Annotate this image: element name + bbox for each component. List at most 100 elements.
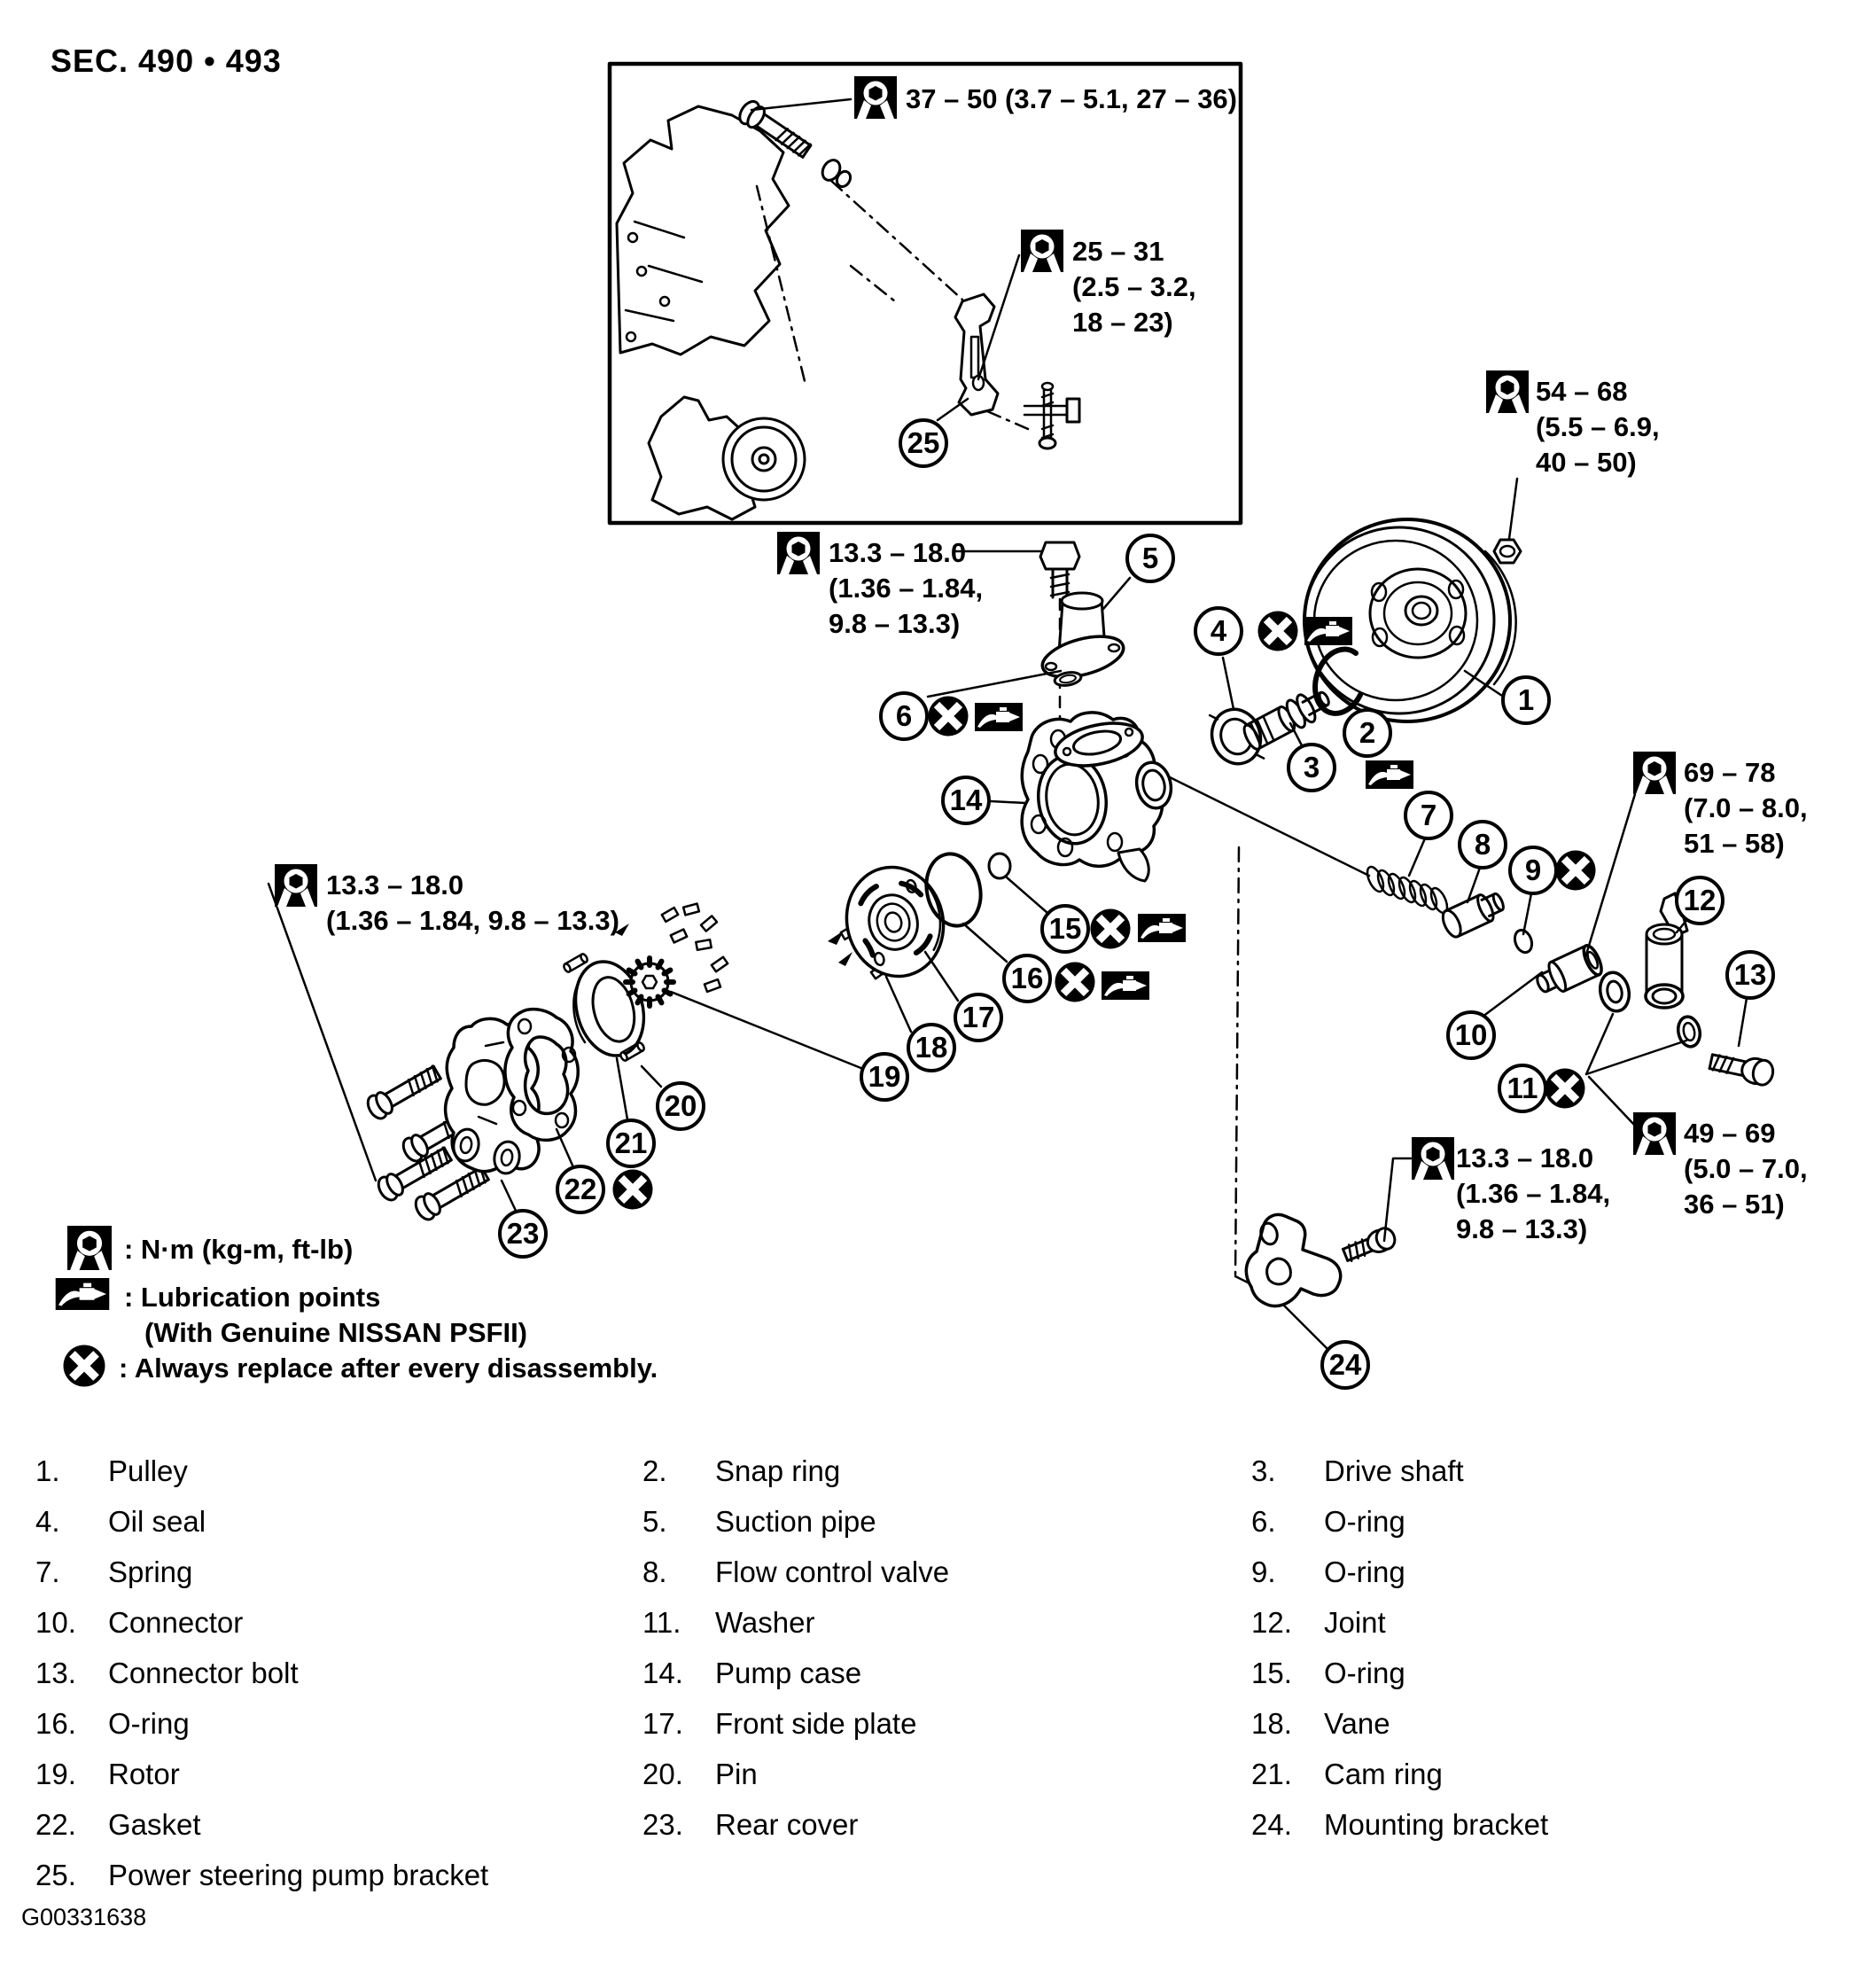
part-callout-20: 20	[656, 1081, 705, 1131]
part-callout-1: 1	[1501, 675, 1551, 725]
inset-cross-bolt	[1023, 381, 1081, 450]
x-circle-replace-icon	[928, 696, 969, 737]
torque-callout-bracket-bolt: 13.3 – 18.0(1.36 – 1.84,9.8 – 13.3)	[1456, 1142, 1611, 1244]
o-ring-joint-drawing	[1676, 1015, 1702, 1049]
wrench-icon	[1633, 752, 1676, 794]
torque-callout-cover-bolts: 13.3 – 18.0(1.36 – 1.84, 9.8 – 13.3)	[326, 869, 619, 936]
page-title: SEC. 490 • 493	[51, 43, 282, 79]
parts-list-item: 6.O-ring	[1251, 1505, 1405, 1538]
pump-case-drawing	[1020, 711, 1173, 883]
wrench-icon	[1486, 370, 1529, 413]
grease-lubrication-icon	[1304, 617, 1352, 645]
parts-list-item: 17.Front side plate	[642, 1707, 917, 1740]
leader-lines	[267, 477, 1748, 1351]
legend-replace-label: : Always replace after every disassembly…	[119, 1353, 658, 1384]
parts-list-item: 16.O-ring	[35, 1707, 190, 1740]
parts-list-item: 24.Mounting bracket	[1251, 1808, 1549, 1841]
spring-drawing	[1366, 865, 1449, 915]
part-callout-15: 15	[1040, 904, 1090, 954]
parts-list-item: 4.Oil seal	[35, 1505, 206, 1538]
x-circle-replace-icon	[1555, 850, 1596, 891]
part-callout-3: 3	[1287, 743, 1336, 792]
gasket-drawing	[503, 1007, 580, 1142]
part-callout-23: 23	[498, 1209, 548, 1259]
part-callout-8: 8	[1458, 820, 1507, 869]
o-ring-9-drawing	[1513, 928, 1534, 955]
torque-callout-pulley-nut: 54 – 68(5.5 – 6.9,40 – 50)	[1536, 376, 1660, 478]
joint-drawing	[1644, 892, 1696, 1010]
x-circle-replace-icon	[1090, 908, 1131, 949]
parts-list-item: 14.Pump case	[642, 1657, 862, 1689]
part-callout-7: 7	[1404, 791, 1453, 840]
cam-ring-drawing	[572, 960, 646, 1057]
torque-callout-inset-top: 37 – 50 (3.7 – 5.1, 27 – 36)	[906, 83, 1237, 114]
wrench-icon	[1412, 1137, 1454, 1180]
parts-list-item: 2.Snap ring	[642, 1454, 841, 1487]
parts-list-item: 13.Connector bolt	[35, 1657, 299, 1689]
rotor-drawing	[623, 955, 676, 1009]
legend-torque-label: : N·m (kg-m, ft-lb)	[124, 1234, 354, 1265]
parts-list-item: 10.Connector	[35, 1606, 244, 1639]
mounting-bracket-drawing	[1244, 1212, 1343, 1308]
part-callout-25: 25	[899, 418, 948, 468]
legend-lubrication-label: : Lubrication points	[124, 1282, 381, 1313]
drive-shaft-drawing	[1242, 690, 1330, 751]
inset-vehicle-view	[607, 61, 1243, 526]
part-callout-12: 12	[1675, 876, 1725, 925]
x-circle-replace-icon	[1257, 611, 1298, 651]
part-callout-21: 21	[606, 1119, 656, 1168]
front-side-plate-drawing	[845, 865, 946, 978]
part-callout-22: 22	[556, 1165, 605, 1214]
legend-lubrication-note: (With Genuine NISSAN PSFII)	[144, 1317, 528, 1348]
x-circle-replace-icon	[1545, 1068, 1585, 1109]
grease-lubrication-icon	[975, 703, 1023, 731]
grease-lubrication-icon	[1366, 760, 1413, 789]
torque-callout-suction-bolt: 13.3 – 18.0(1.36 – 1.84,9.8 – 13.3)	[829, 537, 984, 639]
parts-list-item: 3.Drive shaft	[1251, 1454, 1464, 1487]
parts-list-item: 22.Gasket	[35, 1808, 201, 1841]
wrench-icon	[275, 864, 317, 907]
engine-block-drawing	[615, 105, 790, 356]
parts-list-item: 25.Power steering pump bracket	[35, 1859, 489, 1891]
parts-list-item: 20.Pin	[642, 1758, 758, 1790]
parts-list-item: 5.Suction pipe	[642, 1505, 876, 1538]
part-callout-14: 14	[941, 776, 991, 825]
washer-drawing	[1598, 971, 1631, 1013]
pulley-nut-drawing	[1492, 538, 1522, 565]
torque-callout-inset-right: 25 – 31(2.5 – 3.2,18 – 23)	[1072, 236, 1196, 338]
torque-callout-connector: 69 – 78(7.0 – 8.0,51 – 58)	[1684, 757, 1808, 859]
part-callout-6: 6	[879, 691, 929, 741]
part-callout-9: 9	[1508, 846, 1558, 895]
wrench-icon	[854, 76, 897, 119]
part-callout-10: 10	[1446, 1010, 1496, 1060]
part-callout-2: 2	[1343, 708, 1392, 758]
part-callout-24: 24	[1320, 1340, 1370, 1390]
x-circle-replace-icon	[1055, 962, 1095, 1002]
wrench-icon	[777, 532, 820, 574]
o-ring-15-drawing	[987, 852, 1012, 880]
x-circle-replace-icon	[63, 1345, 105, 1387]
parts-list-item: 18.Vane	[1251, 1707, 1390, 1740]
torque-callout-connector-bolt: 49 – 69(5.0 – 7.0,36 – 51)	[1684, 1118, 1808, 1220]
figure-id: G00331638	[21, 1904, 147, 1930]
parts-list-item: 8.Flow control valve	[642, 1555, 950, 1588]
parts-list-item: 19.Rotor	[35, 1758, 180, 1790]
grease-lubrication-icon	[1102, 971, 1149, 1000]
snap-ring-drawing	[1312, 646, 1363, 716]
vanes-drawing	[615, 902, 889, 994]
parts-list-item: 21.Cam ring	[1251, 1758, 1443, 1790]
part-callout-17: 17	[954, 993, 1003, 1042]
inset-bracket	[954, 292, 1000, 417]
flow-control-valve-drawing	[1441, 892, 1505, 939]
part-callout-18: 18	[907, 1023, 956, 1072]
parts-list-item: 15.O-ring	[1251, 1657, 1405, 1689]
parts-list-item: 7.Spring	[35, 1555, 193, 1588]
suction-pipe-group	[1039, 541, 1125, 687]
connector-bolt-drawing	[1708, 1053, 1775, 1087]
grease-lubrication-icon	[1138, 914, 1186, 942]
grease-lubrication-icon	[55, 1278, 110, 1310]
o-ring-16-drawing	[924, 852, 983, 928]
inset-pump-body	[647, 395, 760, 521]
